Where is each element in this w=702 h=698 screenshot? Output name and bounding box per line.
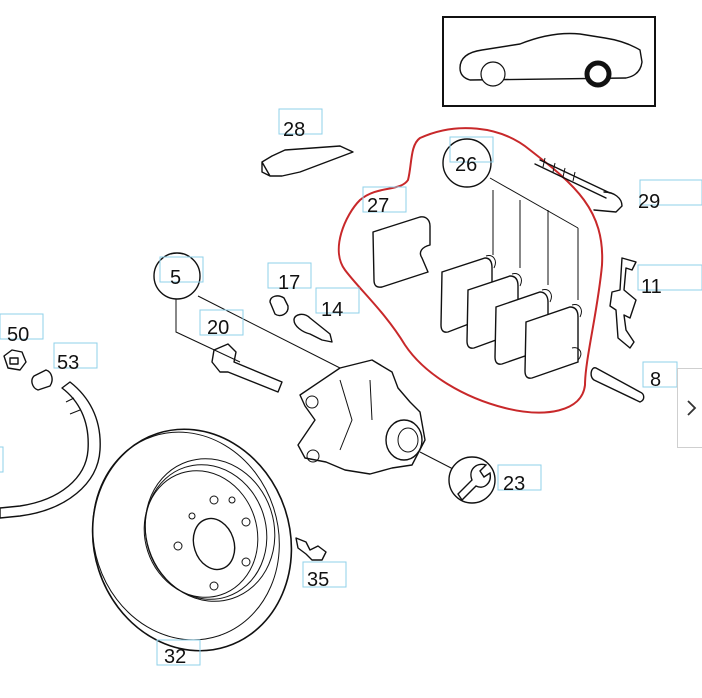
chevron-right-icon [686, 400, 696, 416]
label-8: 8 [650, 369, 661, 391]
next-page-button[interactable] [677, 368, 702, 448]
label-box-20 [199, 309, 244, 336]
label-5: 5 [170, 267, 181, 289]
part-26-group [442, 138, 579, 300]
car-silhouette [459, 32, 643, 81]
label-box-5 [159, 256, 204, 283]
wrench-icon [457, 463, 491, 502]
part-29-sensor [534, 157, 623, 213]
label-box-28 [278, 108, 323, 135]
label-17: 17 [278, 272, 300, 294]
label-box-32 [156, 639, 201, 666]
brake-disc [91, 428, 293, 652]
part-14-bleed-valve [293, 313, 333, 343]
label-20: 20 [207, 317, 229, 339]
label-box-17 [267, 262, 312, 289]
label-26: 26 [455, 154, 477, 176]
label-53: 53 [57, 352, 79, 374]
part-11-clip [609, 257, 637, 349]
rear-wheel-highlight [584, 60, 612, 88]
part-28-tube [261, 145, 354, 177]
part-26-circle [442, 138, 492, 188]
label-box-11 [637, 264, 702, 291]
label-box-left-edge [0, 446, 4, 473]
label-box-35 [302, 561, 347, 588]
part-27-shim [372, 216, 431, 288]
part-8-pin [590, 367, 645, 403]
label-28: 28 [283, 119, 305, 141]
label-box-50 [0, 313, 44, 340]
part-17-bush [269, 295, 289, 317]
brake-pad-kit-outline [337, 127, 604, 414]
part-35-screw [295, 537, 327, 561]
label-27: 27 [367, 195, 389, 217]
label-box-23 [497, 464, 542, 491]
part-53-bush [31, 369, 53, 391]
part-5-group [153, 252, 341, 369]
label-box-27 [362, 186, 407, 213]
label-29: 29 [638, 191, 660, 213]
part-5-circle [153, 252, 201, 300]
part-23-group [448, 456, 496, 504]
brake-caliper [297, 359, 456, 475]
label-35: 35 [307, 569, 329, 591]
label-box-29 [639, 179, 702, 206]
label-23: 23 [503, 473, 525, 495]
label-32: 32 [164, 646, 186, 668]
part-20-bolt [211, 343, 283, 393]
vehicle-locator-inset [442, 16, 656, 107]
label-box-53 [53, 342, 98, 369]
label-14: 14 [321, 299, 343, 321]
part-50-nut [3, 349, 27, 371]
parking-brake-shoe [0, 381, 101, 519]
front-wheel [480, 61, 506, 87]
label-50: 50 [7, 324, 29, 346]
label-box-14 [315, 287, 360, 314]
brake-pads [440, 255, 582, 379]
label-11: 11 [641, 276, 662, 298]
label-box-26 [449, 136, 494, 163]
